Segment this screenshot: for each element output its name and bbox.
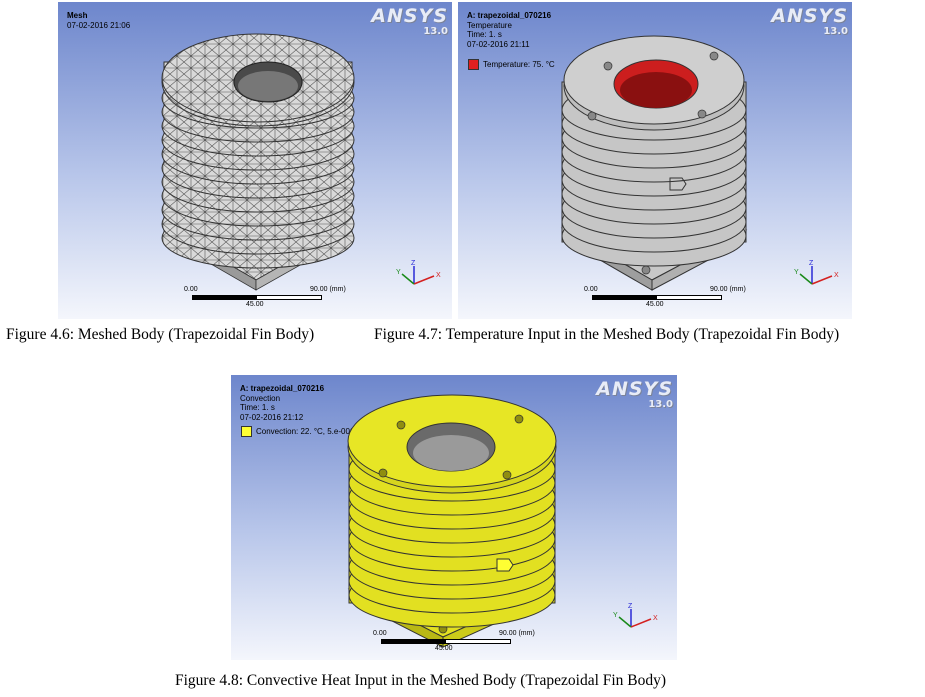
convection-date: 07-02-2016 21:12 [240,412,304,422]
axis-triad: Z X Y [613,603,658,628]
convection-swatch [241,426,252,437]
caption-figure-4-8: Figure 4.8: Convective Heat Input in the… [175,672,667,689]
svg-text:Y: Y [396,269,401,276]
temperature-subtitle: Temperature [467,20,512,30]
convection-fin-body [347,394,557,648]
temperature-time: Time: 1. s [467,30,502,39]
axis-triad: Z X Y [794,260,839,285]
convection-legend: Convection: 22. °C, 5.e-006 W/mm².°C [241,426,394,437]
temperature-fin-body [560,35,748,291]
svg-text:X: X [834,272,839,279]
temperature-swatch [468,59,479,70]
mesh-info: Mesh 07-02-2016 21:06 [67,11,130,30]
scale-bar: 0.00 90.00 (mm) 45.00 [584,286,746,308]
mesh-title: Mesh [67,11,88,20]
svg-text:X: X [436,272,441,279]
ansys-version: 13.0 [423,26,448,37]
convection-legend-label: Convection: 22. °C, 5.e-006 W/mm².°C [256,427,394,436]
temperature-title: A: trapezoidal_070216 [467,11,552,20]
scale-bar: 0.00 90.00 (mm) 45.00 [373,630,535,652]
svg-text:X: X [653,615,658,622]
mesh-viewport: Mesh 07-02-2016 21:06 ANSYS 13.0 [58,2,452,319]
ansys-logo: ANSYS 13.0 [371,5,448,37]
temperature-date: 07-02-2016 21:11 [467,39,530,49]
svg-text:Z: Z [809,260,814,267]
caption-figure-4-7: Figure 4.7: Temperature Input in the Mes… [374,326,840,343]
convection-info: A: trapezoidal_070216 Convection Time: 1… [240,384,324,422]
mesh-date: 07-02-2016 21:06 [67,20,131,30]
temperature-legend-label: Temperature: 75. °C [483,60,555,69]
ansys-logo: ANSYS 13.0 [771,5,848,37]
svg-text:Z: Z [628,603,633,610]
convection-subtitle: Convection [240,393,281,403]
convection-time: Time: 1. s [240,403,275,412]
temperature-info: A: trapezoidal_070216 Temperature Time: … [467,11,551,49]
convection-title: A: trapezoidal_070216 [240,384,325,393]
temperature-viewport: A: trapezoidal_070216 Temperature Time: … [458,2,852,319]
ansys-version: 13.0 [648,399,673,410]
ansys-version: 13.0 [823,26,848,37]
axis-triad: Z X Y [396,260,441,285]
temperature-legend: Temperature: 75. °C [468,59,555,70]
meshed-fin-body [161,33,355,291]
ansys-logo: ANSYS 13.0 [596,378,673,410]
svg-text:Y: Y [613,612,618,619]
caption-figure-4-6: Figure 4.6: Meshed Body (Trapezoidal Fin… [6,326,315,343]
svg-text:Z: Z [411,260,416,267]
svg-text:Y: Y [794,269,799,276]
convection-viewport: A: trapezoidal_070216 Convection Time: 1… [231,375,677,660]
scale-bar: 0.00 90.00 (mm) 45.00 [184,286,346,308]
